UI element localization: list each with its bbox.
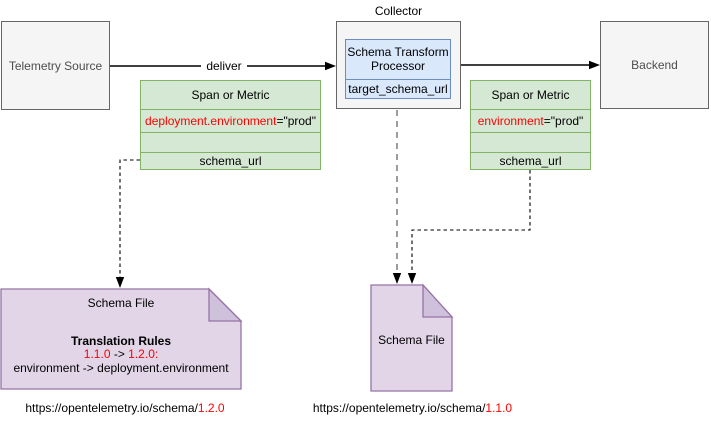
rule-separator: ->	[110, 347, 129, 361]
schema-url-right-dashed-arrow	[411, 170, 531, 273]
empty-attribute-row	[141, 132, 320, 151]
schema-url-left: https://opentelemetry.io/schema/1.2.0	[5, 401, 245, 415]
backend-node: Backend	[600, 21, 709, 109]
schema-file-left-fold-icon	[208, 287, 243, 322]
rule-from-version: 1.1.0	[83, 347, 111, 361]
processor-title: Schema Transform Processor	[347, 45, 449, 74]
span-or-metric-table-left: Span or Metric deployment.environment="p…	[140, 80, 321, 170]
attribute-value: ="prod"	[276, 114, 316, 129]
schema-url-left-arrowhead-icon	[115, 277, 125, 288]
schema-file-left-title: Schema File	[87, 296, 155, 310]
translation-rule-detail: environment -> deployment.environment	[13, 361, 229, 375]
rule-to-version: 1.2.0:	[128, 347, 159, 361]
attribute-key: deployment.environment	[145, 114, 277, 129]
span-table-header: Span or Metric	[491, 88, 570, 102]
telemetry-source-node: Telemetry Source	[1, 21, 110, 110]
translation-rules-title: Translation Rules	[70, 334, 172, 348]
url-version: 1.1.0	[485, 401, 513, 415]
attribute-row: deployment.environment="prod"	[141, 109, 320, 132]
attribute-key: environment	[477, 114, 544, 129]
deliver-arrowhead-icon	[325, 61, 336, 71]
schema-url-row: schema_url	[141, 151, 320, 169]
attribute-row: environment="prod"	[471, 109, 590, 132]
span-or-metric-table-right: Span or Metric environment="prod" schema…	[470, 80, 591, 170]
schema-file-middle-fold-icon	[422, 283, 454, 318]
schema-url-right-arrowhead-icon	[407, 273, 417, 284]
target-schema-url-row: target_schema_url	[346, 78, 450, 98]
collector-label: Collector	[374, 4, 423, 18]
span-table-header: Span or Metric	[191, 88, 270, 102]
target-schema-url-arrowhead-icon	[392, 273, 402, 284]
deliver-edge-label: deliver	[201, 59, 247, 73]
attribute-value: ="prod"	[543, 114, 584, 129]
schema-url-right: https://opentelemetry.io/schema/1.1.0	[300, 401, 525, 415]
url-base: https://opentelemetry.io/schema/	[25, 401, 198, 415]
empty-attribute-row	[471, 132, 590, 151]
collector-backend-arrowhead-icon	[589, 60, 600, 70]
url-version: 1.2.0	[197, 401, 225, 415]
schema-url-left-dashed-arrow	[119, 159, 140, 277]
url-base: https://opentelemetry.io/schema/	[312, 401, 486, 415]
schema-transform-processor-node: Schema Transform Processor target_schema…	[345, 39, 451, 99]
translation-rule-versions: 1.1.0 -> 1.2.0:	[1, 347, 241, 361]
schema-url-row: schema_url	[471, 151, 590, 169]
schema-file-middle-title: Schema File	[378, 333, 445, 347]
schema-file-left-shape	[0, 288, 242, 390]
